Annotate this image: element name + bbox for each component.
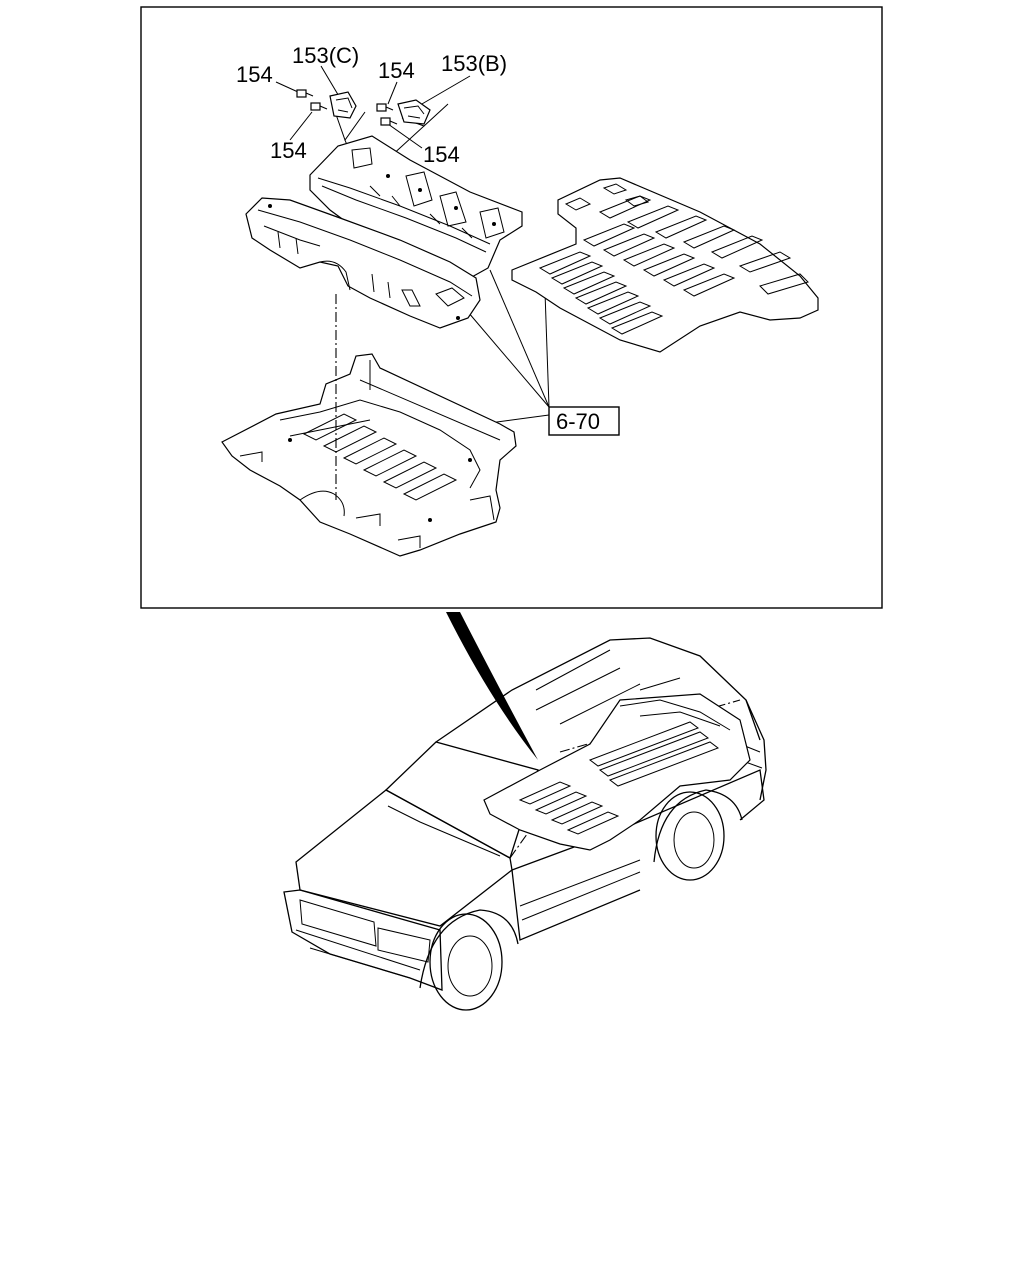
cargo-floor-ribs xyxy=(538,195,809,335)
bracket-153c[interactable] xyxy=(329,91,357,119)
callout-154-top-left[interactable]: 154 xyxy=(236,62,273,87)
callout-154-top-mid[interactable]: 154 xyxy=(378,58,415,83)
reference-box-label: 6-70 xyxy=(556,409,600,434)
bolt-154-d[interactable] xyxy=(380,117,398,126)
bracket-153b[interactable] xyxy=(397,99,431,125)
pointer-wedge xyxy=(446,612,538,760)
callout-154-lower-right[interactable]: 154 xyxy=(423,142,460,167)
front-floor-panel[interactable] xyxy=(221,353,517,557)
rear-wheelhouse-panel[interactable] xyxy=(245,197,481,329)
callout-153c[interactable]: 153(C) xyxy=(292,43,359,68)
bolt-154-b[interactable] xyxy=(310,102,328,111)
reference-box[interactable]: 6-70 xyxy=(548,406,620,436)
vehicle-floor-highlight xyxy=(483,693,751,851)
front-floor-channels xyxy=(302,413,458,501)
callout-153b[interactable]: 153(B) xyxy=(441,51,507,76)
callout-154-lower-left[interactable]: 154 xyxy=(270,138,307,163)
bolt-154-c[interactable] xyxy=(376,103,394,112)
cargo-floor-panel[interactable] xyxy=(511,177,819,353)
diagram-frame xyxy=(140,6,883,609)
bolt-154[interactable] xyxy=(296,89,314,98)
